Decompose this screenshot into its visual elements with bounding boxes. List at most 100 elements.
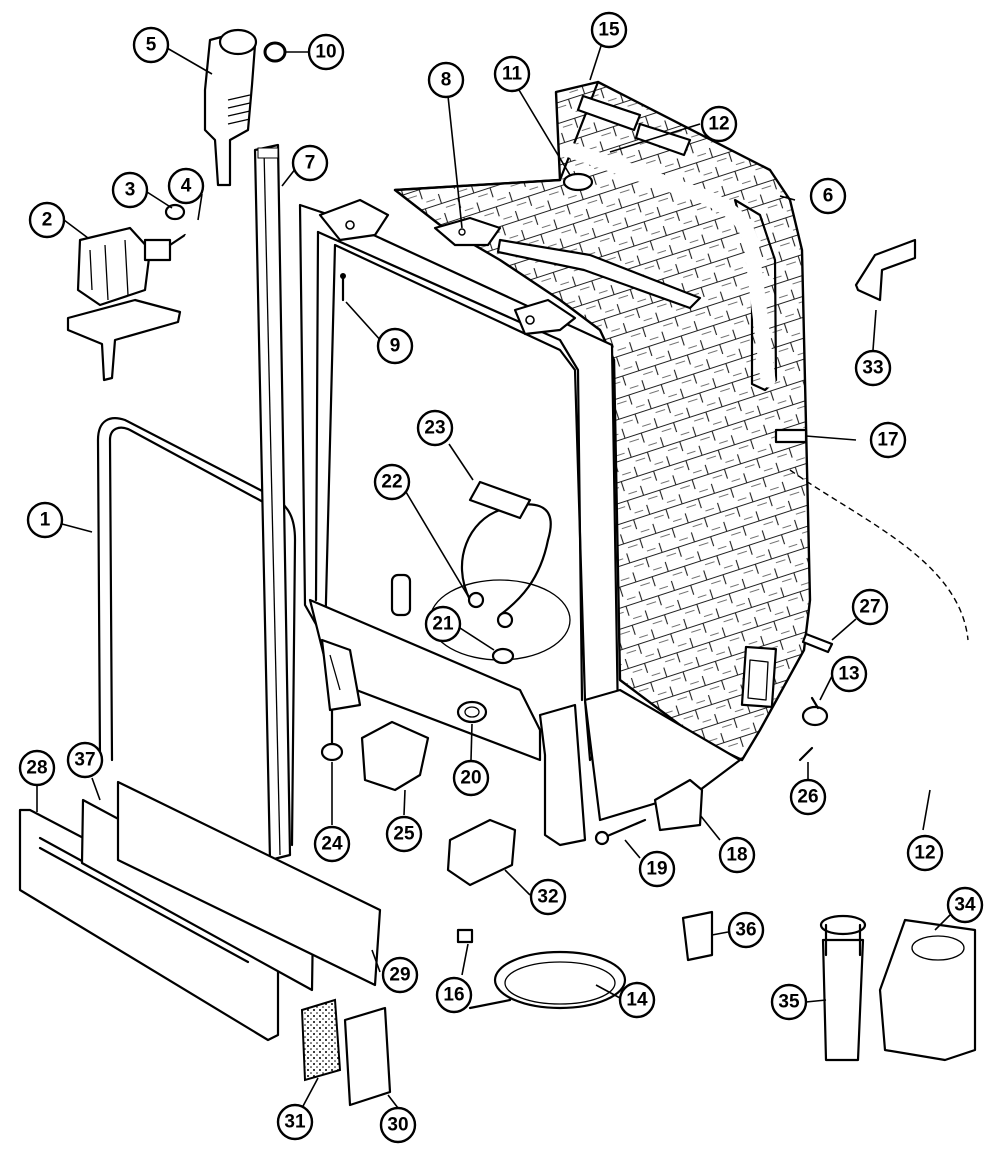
callout-12-bottom-label: 12 — [914, 843, 935, 864]
callout-6: 6 — [809, 177, 847, 215]
screw — [340, 273, 346, 302]
filter-shroud — [878, 918, 977, 1062]
callout-25-label: 25 — [393, 824, 415, 845]
callout-37: 37 — [66, 741, 104, 779]
drain-clamp — [801, 696, 829, 727]
sump-grommet — [491, 647, 515, 665]
inlet-hose — [184, 179, 239, 244]
callout-37-label: 37 — [74, 750, 95, 771]
callouts: 1 2 3 4 5 6 7 8 9 10 11 12 12 13 14 15 1… — [18, 11, 984, 1144]
tub-assembly — [393, 80, 812, 762]
drain-check — [798, 746, 814, 762]
callout-18-label: 18 — [726, 845, 747, 866]
callout-24: 24 — [313, 825, 351, 863]
callout-33-label: 33 — [862, 358, 883, 379]
callout-9-label: 9 — [390, 336, 401, 357]
heating-element — [468, 950, 627, 1010]
callout-10-label: 10 — [315, 42, 336, 63]
callout-2: 2 — [28, 201, 66, 239]
callout-13-label: 13 — [838, 664, 859, 685]
vent-cap — [681, 910, 714, 962]
callout-35: 35 — [770, 983, 808, 1021]
cover-box — [360, 720, 430, 792]
wire-clip — [456, 928, 474, 944]
callout-29: 29 — [381, 956, 419, 994]
callout-33: 33 — [854, 349, 892, 387]
callout-25: 25 — [385, 815, 423, 853]
callout-36: 36 — [727, 911, 765, 949]
callout-5: 5 — [132, 26, 170, 64]
callout-6-label: 6 — [823, 186, 834, 207]
callout-23-label: 23 — [424, 418, 445, 439]
callout-2-label: 2 — [42, 210, 53, 231]
callout-26-label: 26 — [797, 787, 818, 808]
fill-funnel — [203, 28, 258, 187]
callout-11-label: 11 — [502, 64, 523, 85]
callout-15-label: 15 — [598, 20, 620, 41]
callout-12-top: 12 — [700, 105, 738, 143]
callout-17: 17 — [869, 421, 907, 459]
callout-3: 3 — [111, 171, 149, 209]
callout-24-label: 24 — [321, 834, 343, 855]
callout-30-label: 30 — [387, 1115, 408, 1136]
callout-22-label: 22 — [381, 472, 402, 493]
callout-20-label: 20 — [460, 768, 481, 789]
leg-bolt — [594, 818, 647, 846]
callout-15: 15 — [590, 11, 628, 49]
callout-35-label: 35 — [778, 992, 800, 1013]
foam-spacer — [300, 998, 342, 1082]
leader-lines — [36, 45, 951, 1109]
callout-34: 34 — [946, 886, 984, 924]
callout-31: 31 — [276, 1103, 314, 1141]
callout-27-label: 27 — [859, 597, 880, 618]
wire-harness — [460, 480, 552, 629]
callout-8-label: 8 — [441, 70, 452, 91]
callout-16-label: 16 — [443, 985, 464, 1006]
insulation-pad — [116, 780, 382, 987]
drain-hose — [789, 469, 976, 797]
callout-12-bottom: 12 — [906, 834, 944, 872]
callout-31-label: 31 — [284, 1112, 306, 1133]
side-trim — [253, 143, 292, 862]
inlet-valve — [66, 226, 187, 382]
o-ring — [263, 41, 287, 63]
callout-32-label: 32 — [537, 887, 558, 908]
callout-26: 26 — [789, 778, 827, 816]
lock-nut — [456, 700, 488, 724]
door-frame — [298, 198, 742, 847]
callout-36-label: 36 — [735, 920, 756, 941]
callout-13: 13 — [830, 655, 868, 693]
hose-clip — [801, 632, 834, 654]
callout-19-label: 19 — [646, 859, 667, 880]
callout-16: 16 — [435, 976, 473, 1014]
callout-30: 30 — [379, 1106, 417, 1144]
callout-14-label: 14 — [626, 990, 648, 1011]
hose-clamp — [164, 203, 186, 221]
top-hose — [562, 142, 776, 388]
panel-insert — [343, 1006, 392, 1107]
callout-11: 11 — [493, 55, 531, 93]
callout-4: 4 — [167, 167, 205, 205]
callout-7: 7 — [291, 144, 329, 182]
callout-1-label: 1 — [40, 510, 51, 531]
rating-label — [774, 428, 808, 444]
mount-bracket — [653, 778, 704, 832]
junction-bracket — [446, 818, 517, 887]
callout-3-label: 3 — [125, 180, 136, 201]
callout-21: 21 — [424, 605, 462, 643]
callout-34-label: 34 — [954, 895, 976, 916]
callout-4-label: 4 — [181, 176, 192, 197]
callout-18: 18 — [718, 836, 756, 874]
callout-29-label: 29 — [389, 965, 410, 986]
callout-8: 8 — [427, 61, 465, 99]
kick-panel — [18, 808, 280, 1042]
callout-12-top-label: 12 — [708, 114, 729, 135]
leveling-leg — [320, 708, 344, 762]
callout-32: 32 — [529, 878, 567, 916]
callout-22: 22 — [373, 463, 411, 501]
callout-17-label: 17 — [877, 430, 898, 451]
callout-14: 14 — [618, 981, 656, 1019]
hose-bracket — [854, 238, 917, 302]
callout-1: 1 — [26, 501, 64, 539]
